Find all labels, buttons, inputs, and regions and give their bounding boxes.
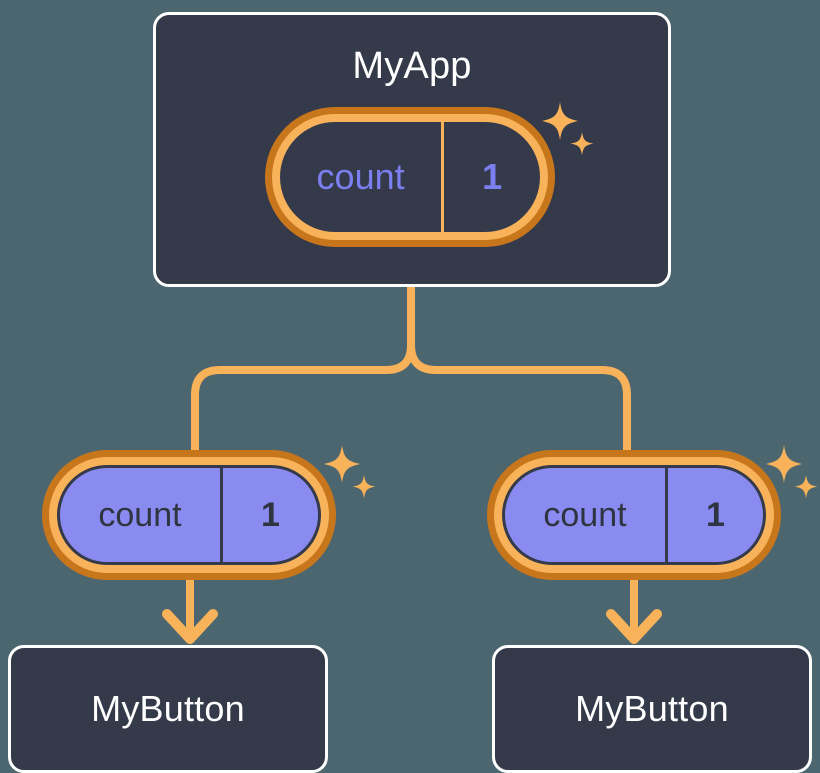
state-pill-left[interactable]: count 1 <box>42 450 336 580</box>
state-value-label: 1 <box>664 468 763 562</box>
page-title: MyApp <box>352 45 472 87</box>
sparkle-small-icon <box>794 475 818 499</box>
component-title: MyButton <box>575 688 729 729</box>
state-pill-ring-inner: count 1 <box>494 457 774 573</box>
connector-root-to-split <box>191 283 415 456</box>
state-pill-ring-inner: count 1 <box>49 457 329 573</box>
component-card-mybutton-right[interactable]: MyButton <box>492 645 812 773</box>
component-card-mybutton-left[interactable]: MyButton <box>8 645 328 773</box>
state-pill-body: count 1 <box>57 465 321 565</box>
state-pill-body: count 1 <box>280 122 540 232</box>
state-key-label: count <box>543 495 627 534</box>
state-pill-right[interactable]: count 1 <box>487 450 781 580</box>
sparkle-large-icon <box>766 445 802 483</box>
state-key-label: count <box>98 495 182 534</box>
arrow-down-icon-right <box>606 609 662 644</box>
state-pill-body: count 1 <box>502 465 766 565</box>
state-pill-ring-inner: count 1 <box>272 114 548 240</box>
state-pill-myapp[interactable]: count 1 <box>265 107 555 247</box>
sparkle-large-icon <box>324 445 360 483</box>
connector-split-to-right <box>407 341 631 456</box>
state-key-label: count <box>316 156 405 197</box>
component-title: MyButton <box>91 688 245 729</box>
sparkle-small-icon <box>352 475 376 499</box>
arrow-down-icon-left <box>162 609 218 644</box>
state-value-label: 1 <box>219 468 318 562</box>
state-value-label: 1 <box>441 122 540 232</box>
